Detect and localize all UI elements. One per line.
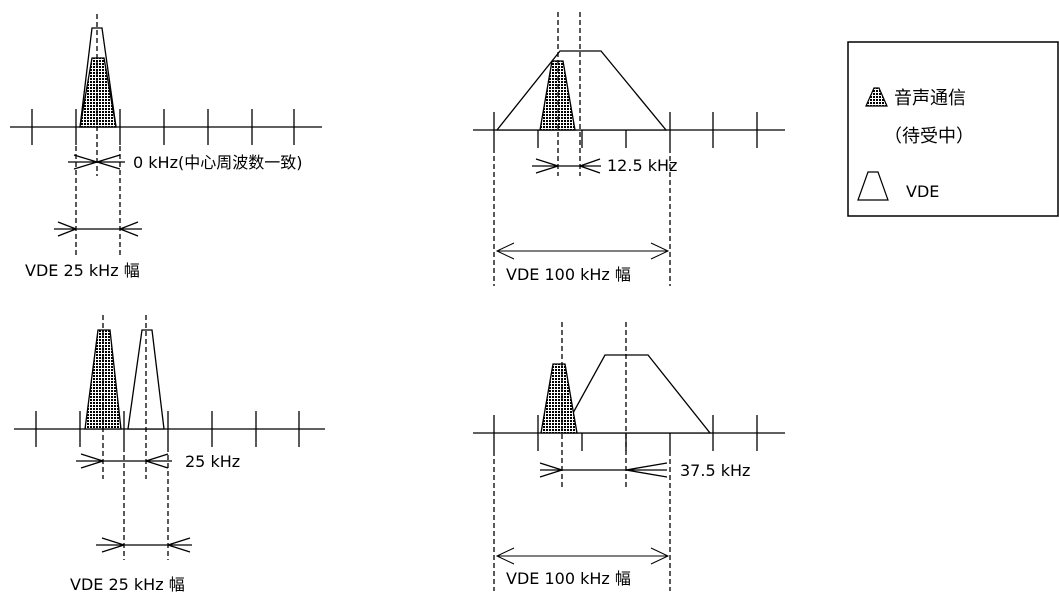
legend-voice-label: 音声通信 (894, 88, 966, 109)
legend (847, 41, 1059, 217)
width-dimension-arrows (54, 221, 142, 237)
offset-label-bottom-left: 25 kHz (185, 452, 240, 471)
offset-dimension-arrows (76, 453, 172, 469)
voice-legend-icon (865, 87, 888, 107)
width-label-top-right: VDE 100 kHz 幅 (506, 265, 631, 284)
axis-ticks (493, 112, 758, 148)
width-dimension-arrows (495, 547, 670, 565)
offset-label-top-right: 12.5 kHz (607, 156, 677, 175)
vde-legend-icon (857, 171, 889, 201)
voice-signal-shape (540, 363, 578, 434)
width-label-bottom-right: VDE 100 kHz 幅 (506, 569, 631, 588)
legend-vde-label: VDE (906, 182, 939, 201)
vde-signal-shape (495, 50, 668, 131)
axis-ticks (31, 109, 295, 145)
voice-signal-shape (79, 57, 117, 128)
panel-bottom-right (473, 322, 785, 591)
vde-signal-shape (560, 354, 712, 434)
offset-label-top-left: 0 kHz(中心周波数一致) (133, 153, 302, 172)
offset-dimension-arrows (539, 462, 668, 478)
center-dashed-lines (493, 12, 671, 286)
legend-voice-sublabel: （待受中） (884, 126, 974, 147)
offset-label-bottom-right: 37.5 kHz (680, 461, 750, 480)
offset-dimension-arrows (68, 154, 125, 170)
axis-ticks (35, 411, 300, 447)
center-dashed-lines (75, 14, 121, 258)
width-dimension-arrows (495, 242, 670, 260)
panel-top-left (10, 14, 322, 258)
center-dashed-lines (493, 322, 671, 591)
panel-bottom-left (14, 315, 325, 560)
center-dashed-lines (102, 315, 169, 560)
width-label-bottom-left: VDE 25 kHz 幅 (70, 575, 185, 594)
width-label-top-left: VDE 25 kHz 幅 (25, 261, 140, 280)
width-dimension-arrows (96, 537, 192, 553)
offset-dimension-arrows (532, 158, 601, 174)
panel-top-right (473, 12, 785, 286)
